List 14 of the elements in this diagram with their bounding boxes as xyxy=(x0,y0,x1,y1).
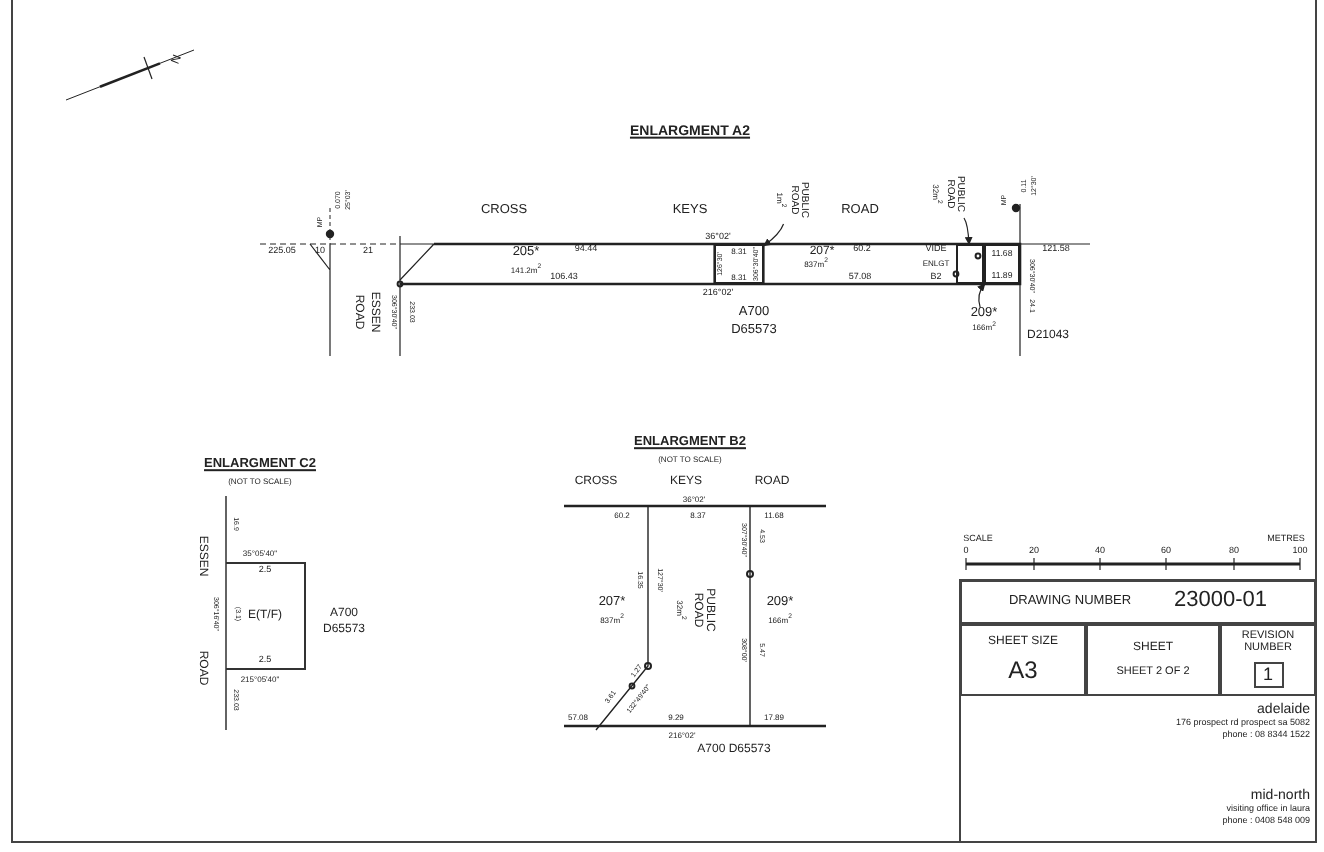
leader-arrow xyxy=(763,223,785,247)
revision-cell xyxy=(1220,624,1316,696)
drawing-number: 23000-01 xyxy=(1174,590,1268,614)
road-parcel xyxy=(956,244,984,284)
revision-box: 1 xyxy=(1253,661,1283,687)
sheet-cell xyxy=(1086,624,1220,696)
sheet-size-cell xyxy=(960,624,1086,696)
easement-parcel xyxy=(226,562,306,670)
drawing-number-cell xyxy=(960,580,1316,624)
leader-arrow xyxy=(963,217,973,245)
leader-arrow xyxy=(977,283,986,309)
sheet-size: A3 xyxy=(1008,658,1038,684)
lot-parcel xyxy=(984,244,1020,284)
road-parcel xyxy=(714,244,764,284)
